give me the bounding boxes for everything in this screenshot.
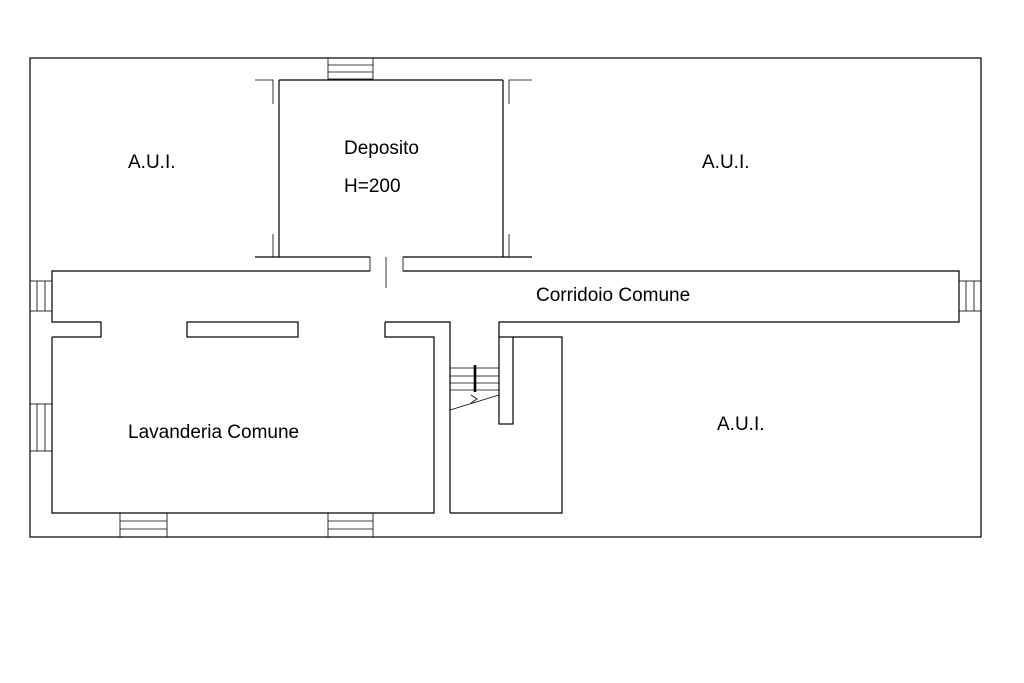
window-right-corridor <box>958 280 982 312</box>
outer-wall <box>29 57 982 538</box>
room-label-aui-bottom-right: A.U.I. <box>717 414 765 435</box>
room-label-deposito-height: H=200 <box>344 176 401 197</box>
room-label-deposito: Deposito <box>344 138 419 159</box>
room-label-laundry: Lavanderia Comune <box>128 422 300 443</box>
window-bottom-2 <box>327 512 374 538</box>
window-left-corridor <box>29 280 53 312</box>
window-left-laundry <box>29 403 53 452</box>
laundry-walls <box>51 322 435 514</box>
deposito-walls <box>255 79 532 288</box>
stairwell <box>449 336 563 514</box>
corridor-walls <box>51 270 960 513</box>
window-bottom-1 <box>119 512 168 538</box>
room-label-aui-top-right: A.U.I. <box>702 152 750 173</box>
room-label-aui-top-left: A.U.I. <box>128 152 176 173</box>
window-top <box>327 57 374 80</box>
room-label-corridor: Corridoio Comune <box>536 285 691 306</box>
